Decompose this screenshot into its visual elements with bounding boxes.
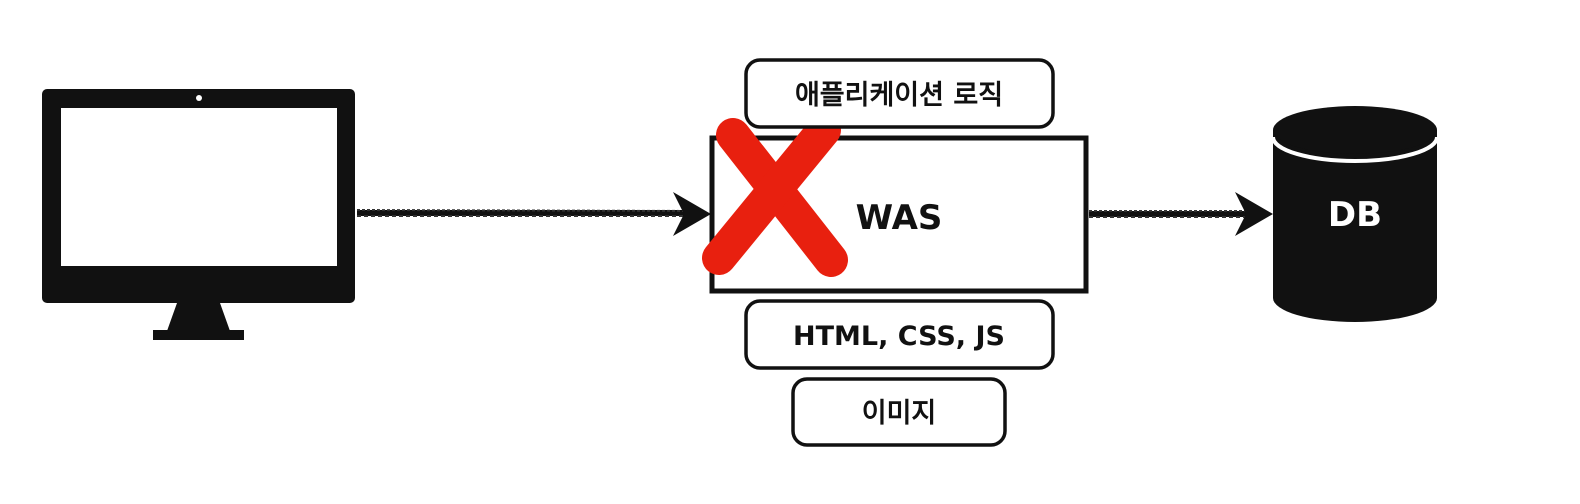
static-assets-box: HTML, CSS, JS — [744, 299, 1055, 370]
application-logic-box: 애플리케이션 로직 — [744, 58, 1055, 129]
cross-out-icon — [702, 113, 848, 277]
db-label: DB — [1328, 195, 1382, 235]
arrow-was-to-db — [1089, 192, 1273, 236]
application-logic-label: 애플리케이션 로직 — [795, 80, 1003, 111]
image-label: 이미지 — [862, 398, 937, 429]
was-label: WAS — [856, 198, 943, 238]
monitor-icon — [42, 89, 355, 340]
database-cylinder-icon: DB — [1271, 106, 1439, 322]
static-assets-label: HTML, CSS, JS — [793, 321, 1005, 352]
image-box: 이미지 — [791, 377, 1007, 447]
arrow-client-to-was — [356, 192, 711, 236]
